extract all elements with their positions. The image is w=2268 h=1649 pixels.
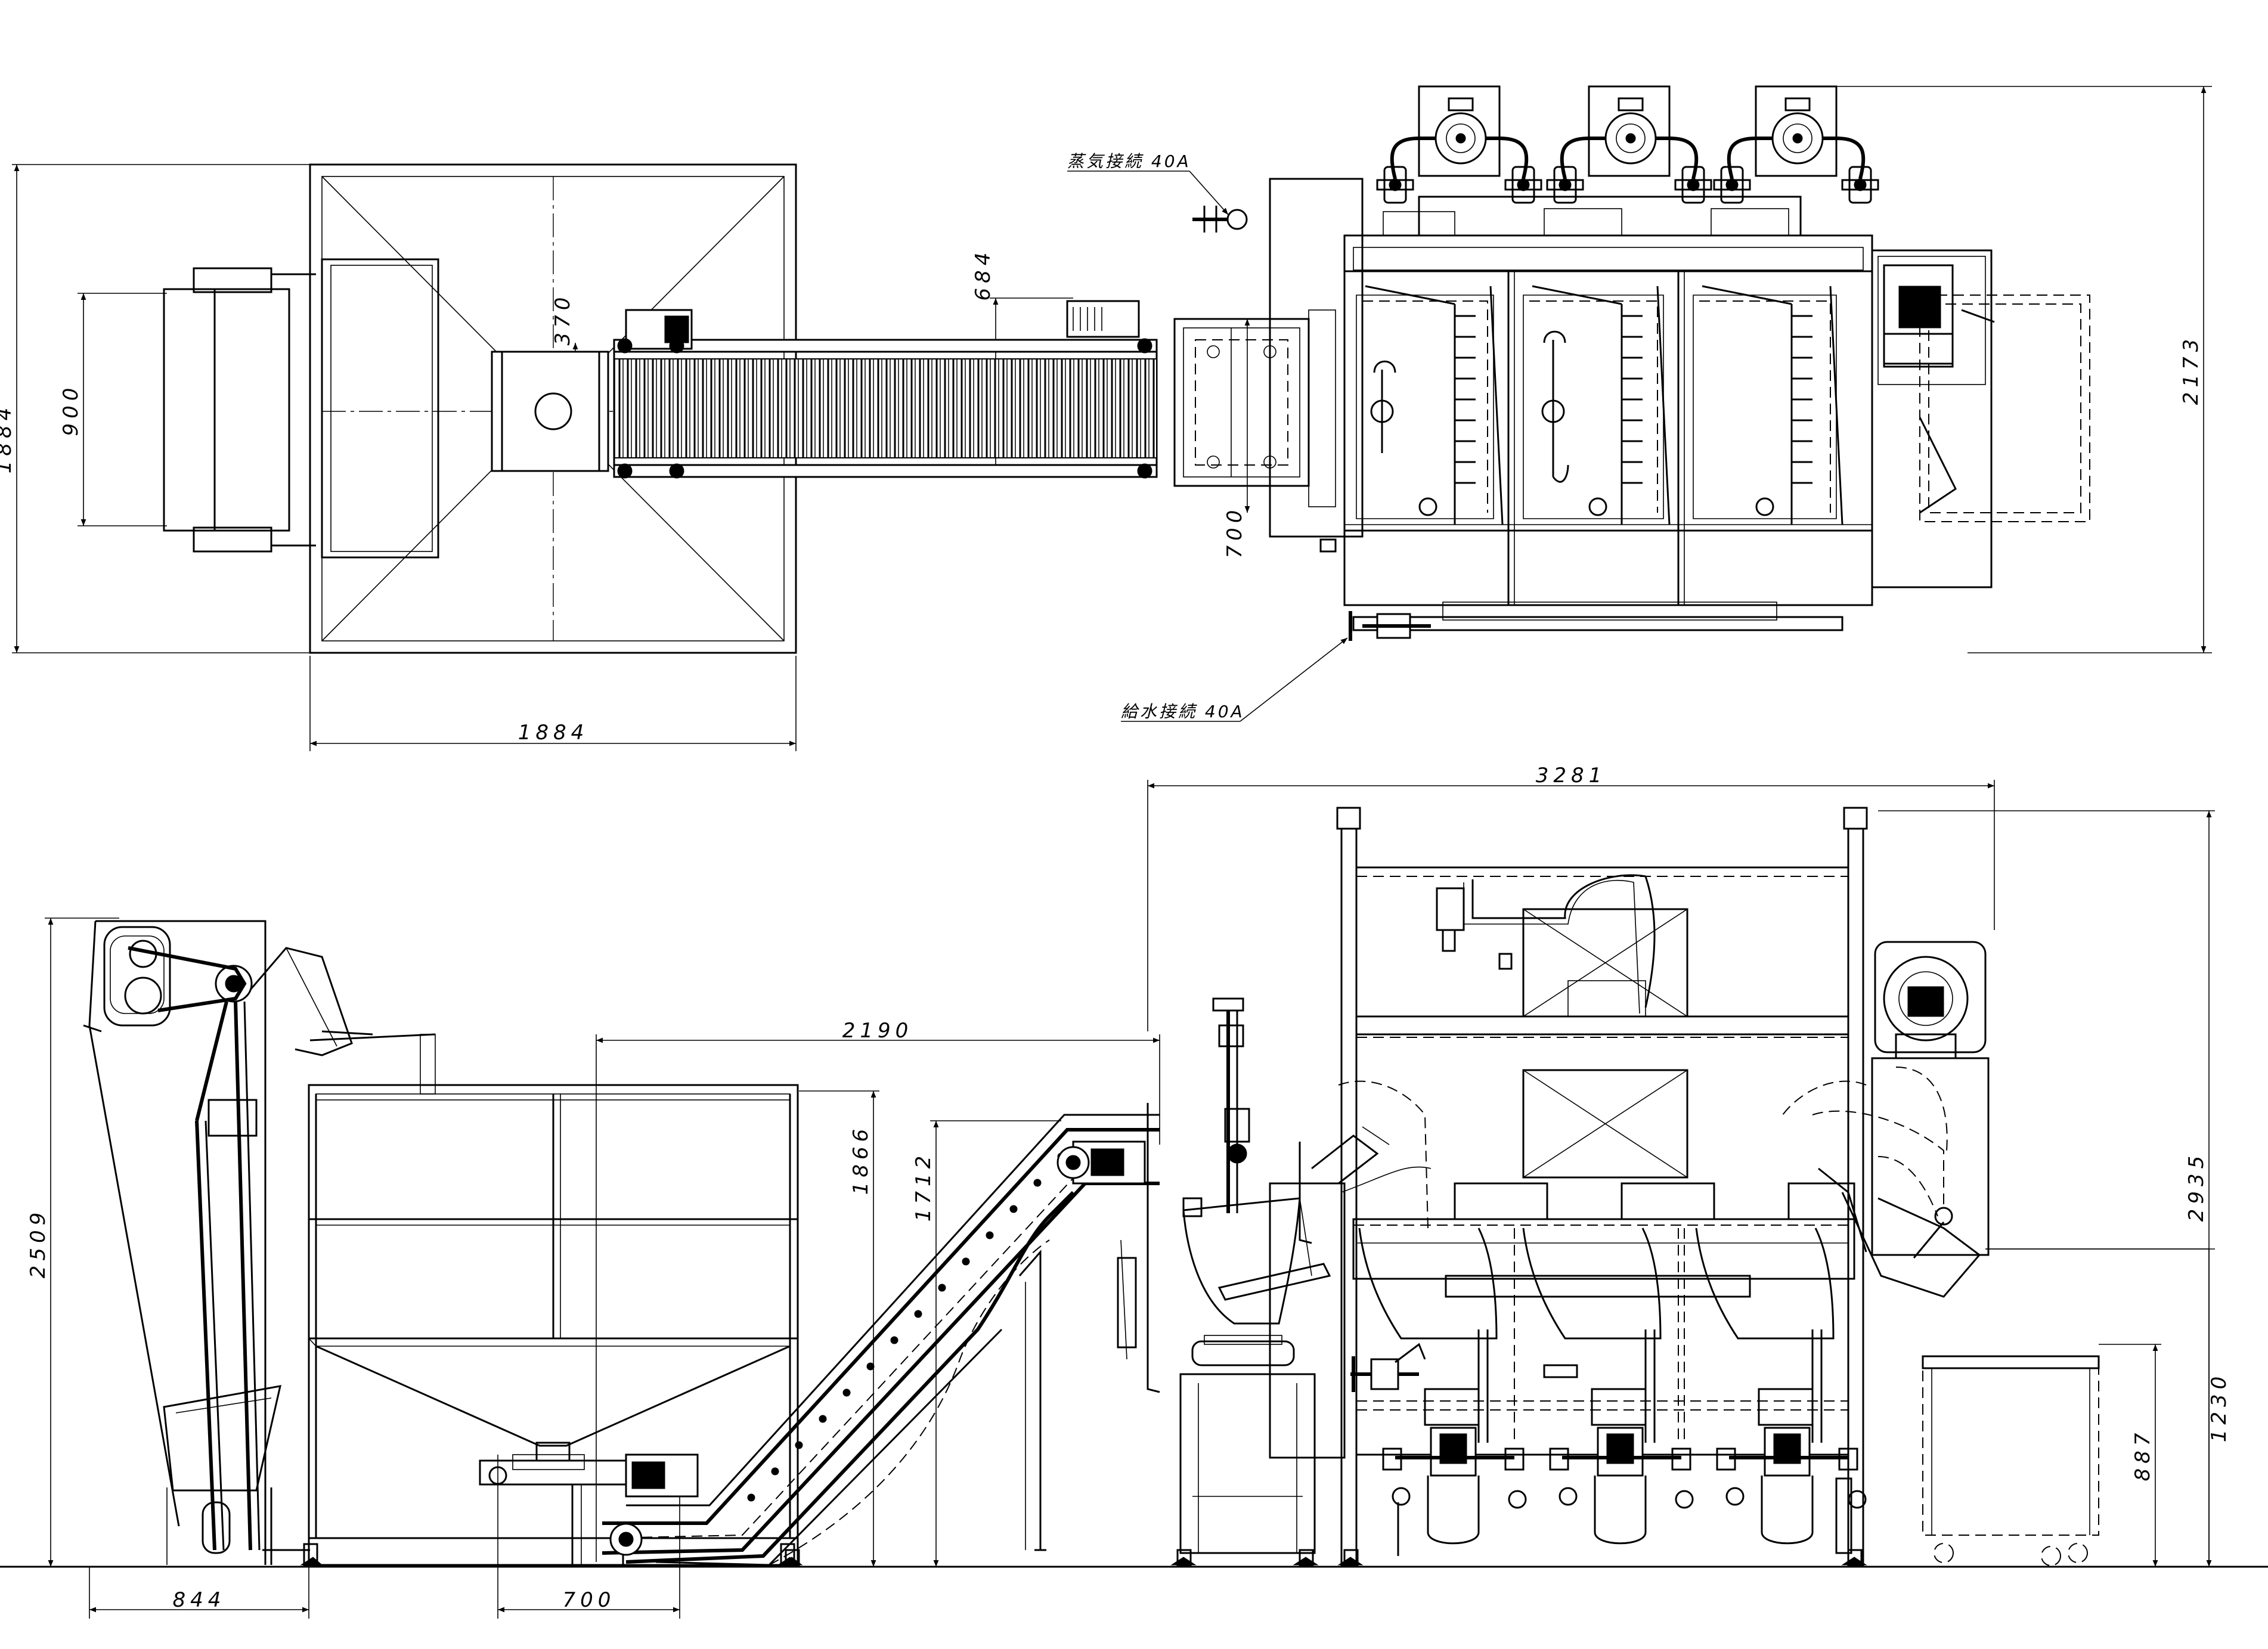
plan-hopper xyxy=(309,163,797,654)
bottom-pump-1 xyxy=(1382,1388,1527,1556)
top-pump-2 xyxy=(1546,85,1712,204)
machine-feet xyxy=(1337,1477,1867,1566)
elevation-dimension-lines xyxy=(45,780,2215,1619)
elevation-main-machine xyxy=(1269,807,2209,1566)
dim-plan-feeder-width: 900 xyxy=(59,383,83,436)
inclined-conveyor xyxy=(602,1114,1160,1566)
dim-conveyor-length: 2190 xyxy=(842,1019,913,1043)
label-water-connection: 給水接続 40A xyxy=(1121,702,1245,721)
elevation-tank-1 xyxy=(1358,1228,1498,1340)
top-pump-1 xyxy=(1376,85,1542,204)
dim-plan-overall-depth: 1884 xyxy=(0,403,16,474)
dim-machine-length: 3281 xyxy=(1536,764,1607,788)
dim-elevator-base: 844 xyxy=(173,1588,226,1612)
steam-standpipe xyxy=(1212,997,1250,1213)
bucket-elevator xyxy=(83,920,436,1565)
dim-cart-height: 887 xyxy=(2131,1428,2155,1481)
hopper-legs xyxy=(300,1543,800,1566)
plan-main-machine xyxy=(1269,85,2090,621)
elevation-tank-3 xyxy=(1695,1228,1835,1340)
dim-discharge-height: 1230 xyxy=(2207,1372,2231,1443)
transfer-chute xyxy=(1117,1103,1390,1566)
steam-connection xyxy=(1067,171,1248,233)
bottom-pump-2 xyxy=(1543,1364,1694,1545)
dim-elevator-height: 2509 xyxy=(26,1208,50,1279)
dim-plan-hopper-width: 1884 xyxy=(518,721,589,745)
elevation-hopper xyxy=(300,1084,800,1566)
plan-feeder xyxy=(163,267,316,553)
dim-plan-conveyor-offset: 370 xyxy=(551,293,575,346)
water-connection xyxy=(1121,611,1843,722)
bottom-pump-3 xyxy=(1716,1388,1867,1545)
dim-hopper-height: 1866 xyxy=(849,1124,873,1195)
plan-inlet-chute xyxy=(1173,309,1336,507)
dim-plan-overall-height: 2173 xyxy=(2179,334,2203,405)
plan-compartment-2 xyxy=(1523,285,1671,525)
dim-machine-height: 2935 xyxy=(2185,1151,2208,1222)
dim-conveyor-rise: 1712 xyxy=(912,1151,935,1222)
elevation-view: 2509 844 700 2190 1866 1712 3281 2935 88… xyxy=(0,764,2268,1619)
plan-blower xyxy=(1871,249,2090,588)
plan-view: 1884 900 1884 370 684 700 2173 xyxy=(0,85,2212,751)
elevation-tank-2 xyxy=(1522,1228,1662,1340)
elevation-blower xyxy=(1871,941,2209,1256)
top-pump-3 xyxy=(1713,85,1879,204)
label-steam-connection: 蒸気接続 40A xyxy=(1067,151,1191,171)
dim-plan-inlet-width: 700 xyxy=(1223,506,1247,559)
plan-slat-conveyor xyxy=(613,300,1158,479)
plan-pump-bank xyxy=(1376,85,1879,237)
plan-compartment-1 xyxy=(1356,285,1504,525)
dim-hopper-outlet: 700 xyxy=(563,1588,616,1612)
plan-compartment-3 xyxy=(1693,285,1843,525)
receiving-cart xyxy=(1922,1355,2100,1566)
dim-plan-conveyor-height: 684 xyxy=(971,248,995,301)
